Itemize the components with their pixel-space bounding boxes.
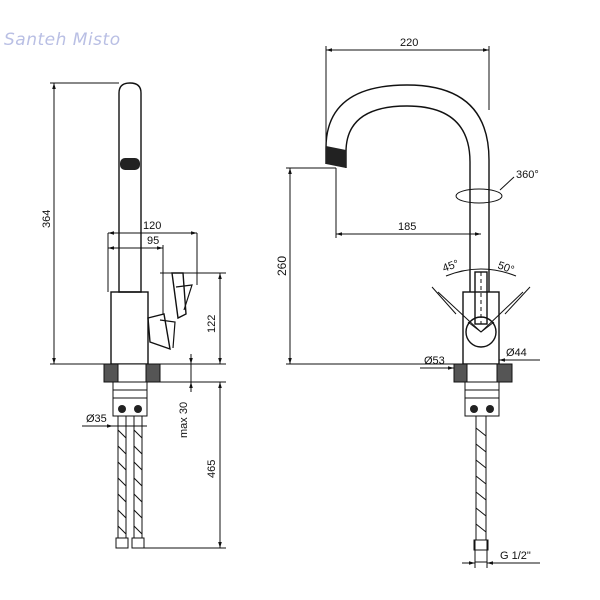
dim-d35-label: Ø35 [86, 413, 107, 425]
side-aerator [120, 158, 140, 170]
rotation-label: 360° [516, 169, 539, 181]
front-mount-stud [464, 381, 500, 417]
dim-220-label: 220 [400, 37, 418, 49]
dim-d44-label: Ø44 [506, 347, 527, 359]
dim-max30-label: max 30 [178, 402, 190, 438]
side-handle-block [147, 313, 171, 351]
angle-45-label: 45° [441, 258, 461, 275]
side-mount-stud [112, 381, 148, 417]
logo-text: Santeh Misto [4, 30, 121, 50]
angle-50-label: 50° [496, 260, 516, 277]
side-spout-column [118, 82, 142, 293]
front-spout-outer [325, 84, 490, 292]
front-hose [475, 416, 487, 540]
dim-122-label: 122 [206, 315, 218, 333]
dim-120-label: 120 [143, 220, 161, 232]
dim-465-label: 465 [206, 460, 218, 478]
side-body [110, 291, 149, 365]
rotation-ellipse [455, 188, 503, 204]
connection-label: G 1/2" [500, 550, 531, 562]
brand-logo: Santeh Misto [4, 30, 121, 58]
dim-d53-label: Ø53 [424, 355, 445, 367]
dim-95-label: 95 [147, 235, 159, 247]
dim-185-label: 185 [398, 221, 416, 233]
front-aerator [326, 146, 346, 168]
front-spout-inner [345, 105, 471, 292]
side-view: 364 120 95 122 max 30 Ø35 465 [41, 82, 226, 549]
side-hoses [117, 416, 143, 538]
front-view: 360° 45° 50° [275, 37, 540, 568]
dim-364-label: 364 [41, 210, 53, 228]
side-handle-lever [171, 272, 187, 320]
front-connector [473, 539, 489, 551]
dim-260-label: 260 [275, 256, 289, 276]
